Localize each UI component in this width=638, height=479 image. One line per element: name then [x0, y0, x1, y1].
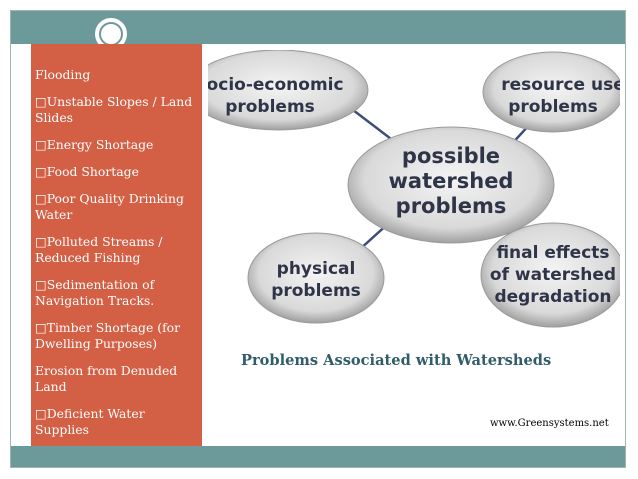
- label-final-effects-1: final effects: [496, 243, 609, 263]
- list-item: Flooding: [35, 67, 91, 82]
- footer-bar: [10, 446, 626, 468]
- label-center-2: watershed: [389, 169, 514, 193]
- diagram-caption: Problems Associated with Watersheds: [241, 352, 552, 369]
- bubble-physical: [247, 232, 385, 324]
- bubble-final-effects: [480, 222, 620, 328]
- problem-list: Flooding □Unstable Slopes / Land Slides …: [31, 44, 202, 438]
- label-final-effects-3: degradation: [494, 287, 611, 307]
- bubble-socio-economic: [208, 50, 369, 131]
- sidebar-list-panel: Flooding □Unstable Slopes / Land Slides …: [31, 44, 202, 446]
- list-item: □Energy Shortage: [35, 137, 154, 152]
- list-item: □Sedimentation of Navigation Tracks.: [35, 277, 155, 308]
- label-center-3: problems: [396, 194, 507, 218]
- slide-frame: [10, 10, 626, 468]
- label-center-1: possible: [402, 144, 500, 168]
- bubble-center: [347, 126, 555, 244]
- label-socio-economic-2: problems: [225, 97, 315, 117]
- label-physical-2: problems: [271, 281, 361, 301]
- label-resource-use: resource use: [501, 75, 620, 95]
- list-item: □Polluted Streams / Reduced Fishing: [35, 234, 163, 265]
- list-item: □Food Shortage: [35, 164, 139, 179]
- list-item: Erosion from Denuded Land: [35, 363, 178, 394]
- list-item: □Unstable Slopes / Land Slides: [35, 94, 193, 125]
- label-resource-use-2: problems: [508, 97, 598, 117]
- watershed-problems-diagram: socio-economic problems resource use pro…: [208, 50, 620, 328]
- bubble-resource-use: [482, 51, 620, 133]
- label-physical: physical: [277, 259, 356, 279]
- list-item: □Deficient Water Supplies: [35, 406, 145, 437]
- source-credit: www.Greensystems.net: [490, 418, 609, 429]
- list-item: □Poor Quality Drinking Water: [35, 191, 184, 222]
- label-socio-economic: socio-economic: [208, 75, 344, 95]
- list-item: □Timber Shortage (for Dwelling Purposes): [35, 320, 181, 351]
- label-final-effects-2: of watershed: [490, 265, 616, 285]
